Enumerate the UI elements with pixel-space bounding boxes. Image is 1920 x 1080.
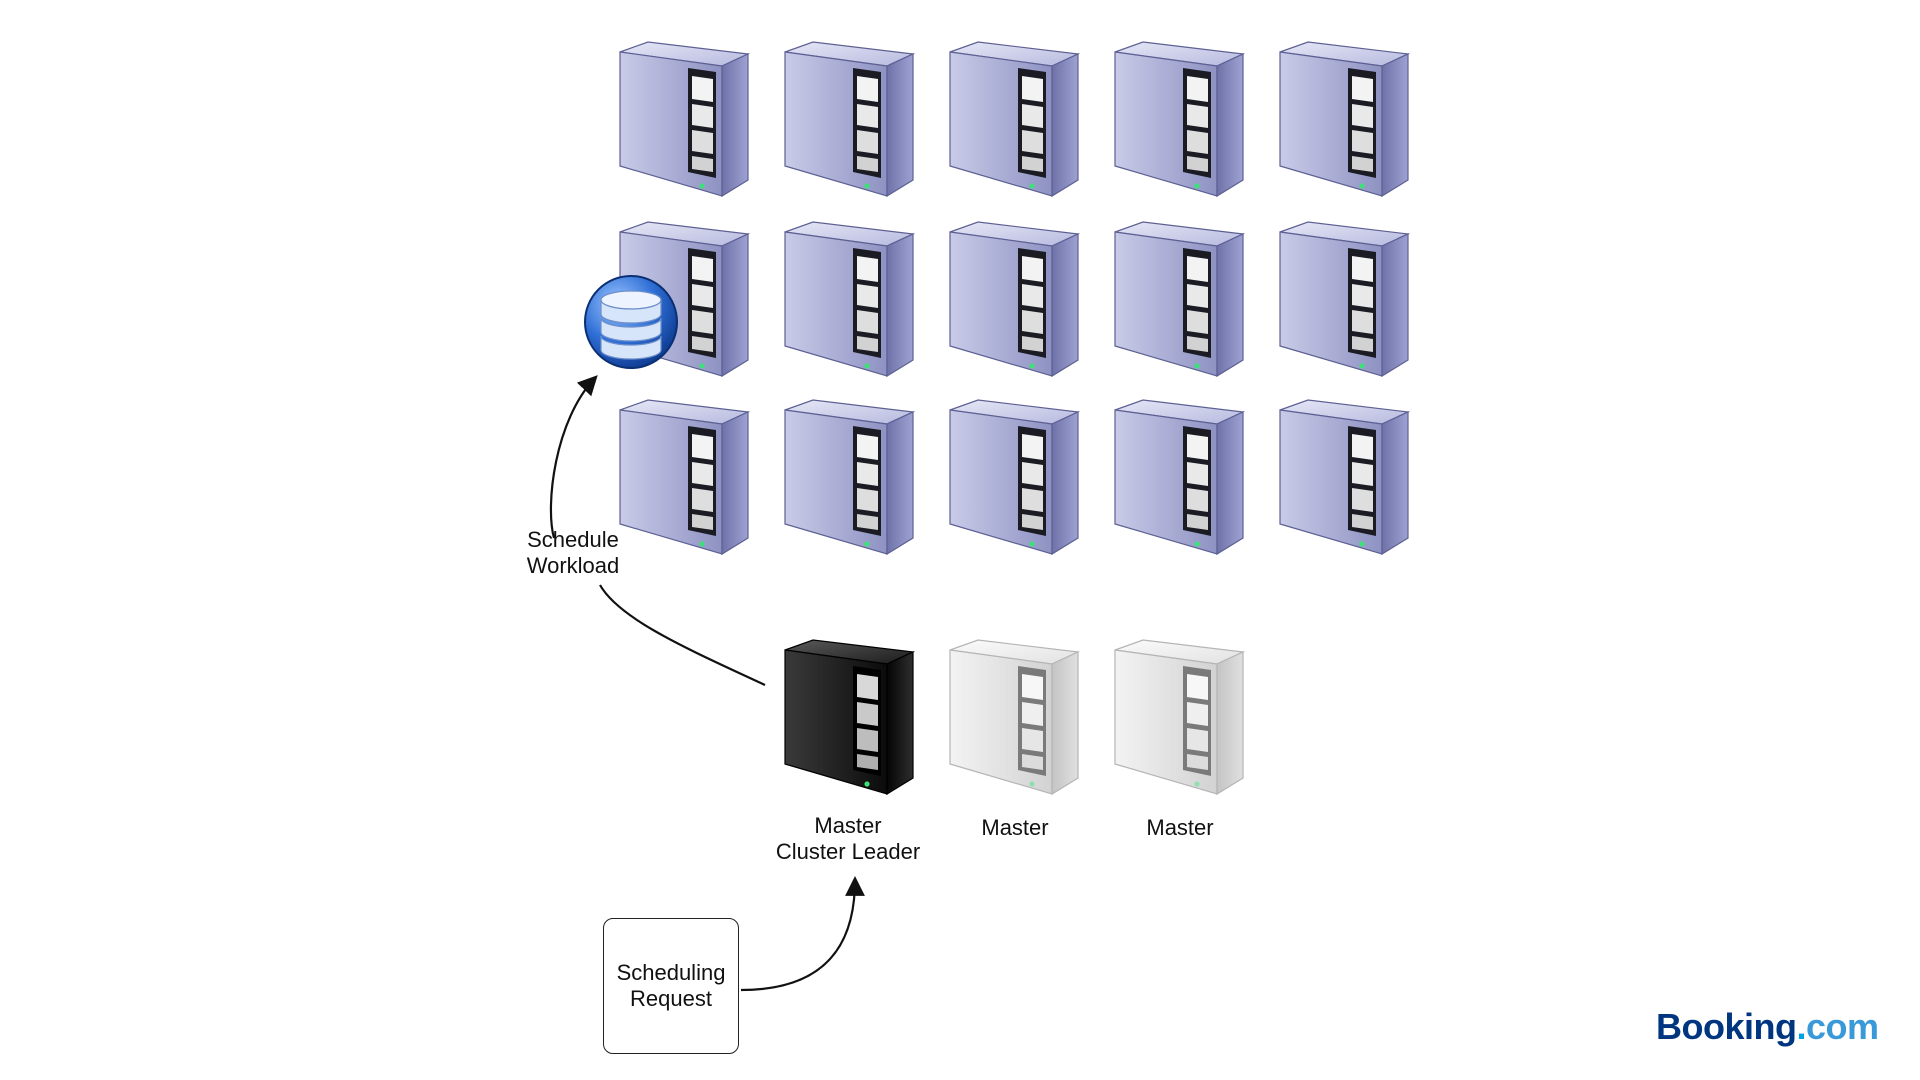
master-standby-label: Master <box>1120 815 1240 841</box>
request-label-line2: Request <box>630 986 712 1011</box>
master-standby-text: Master <box>981 815 1049 840</box>
worker-server <box>949 41 1079 197</box>
logo-suffix: com <box>1806 1006 1879 1047</box>
worker-server <box>949 221 1079 377</box>
worker-server <box>1279 221 1409 377</box>
schedule-arrow <box>599 584 766 686</box>
logo-brand: Booking <box>1656 1006 1797 1047</box>
master-standby-label: Master <box>955 815 1075 841</box>
worker-server <box>1279 399 1409 555</box>
worker-server <box>1114 41 1244 197</box>
schedule-label-line1: Schedule <box>527 527 619 552</box>
scheduling-request-box: Scheduling Request <box>603 918 739 1054</box>
worker-server <box>1114 399 1244 555</box>
request-label-line1: Scheduling <box>616 960 726 985</box>
booking-logo: Booking.com <box>1656 1006 1879 1048</box>
database-icon <box>584 275 678 369</box>
worker-server <box>619 399 749 555</box>
master-standby-server <box>949 639 1079 795</box>
worker-server <box>949 399 1079 555</box>
master-standby-text: Master <box>1146 815 1214 840</box>
worker-server <box>619 41 749 197</box>
worker-grid <box>619 41 1409 555</box>
scheduling-request-label: Scheduling Request <box>617 960 726 1012</box>
master-leader-server <box>784 639 914 795</box>
master-leader-label: Master Cluster Leader <box>758 813 938 865</box>
schedule-arrow-head-segment <box>549 375 598 539</box>
master-leader-line1: Master <box>814 813 882 838</box>
request-arrow <box>740 876 865 992</box>
schedule-label-line2: Workload <box>526 553 620 578</box>
worker-server <box>784 41 914 197</box>
master-standby-server <box>1114 639 1244 795</box>
worker-server <box>1114 221 1244 377</box>
worker-server <box>784 399 914 555</box>
worker-server <box>1279 41 1409 197</box>
schedule-workload-label: Schedule Workload <box>508 527 638 579</box>
logo-dot: . <box>1796 1006 1806 1047</box>
worker-server <box>784 221 914 377</box>
master-leader-line2: Cluster Leader <box>775 839 921 864</box>
